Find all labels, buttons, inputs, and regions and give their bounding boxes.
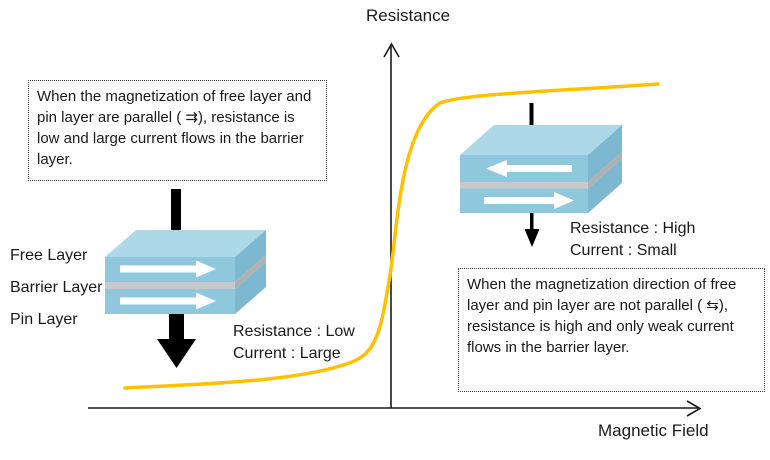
small-current-arrow-head-icon: [524, 229, 540, 247]
barrier-layer-side: [235, 255, 266, 289]
top-electrode-lead: [529, 103, 534, 145]
large-current-arrow-head-icon: [157, 339, 196, 368]
barrier-layer-side: [588, 152, 622, 189]
barrier-layer-front: [460, 182, 588, 189]
parallel-state-text: Resistance : Low Current : Large: [233, 321, 355, 365]
device-top-face: [460, 125, 622, 155]
antiparallel-state-text: Resistance : High Current : Small: [570, 218, 695, 262]
large-current-arrow-shaft: [169, 314, 184, 341]
parallel-device: [105, 189, 266, 368]
device-top-face: [105, 230, 266, 257]
antiparallel-resistance-value: Resistance : High: [570, 220, 696, 237]
small-current-arrow-shaft: [530, 213, 534, 230]
free-layer-magnetization-right-icon: [120, 260, 216, 278]
pin-layer-side: [235, 262, 266, 314]
y-axis-label: Resistance: [366, 6, 451, 25]
free-layer-side: [588, 125, 622, 182]
pin-layer-magnetization-right-icon: [484, 192, 574, 209]
parallel-current-value: Current : Large: [233, 345, 341, 362]
free-layer-side: [235, 230, 266, 282]
barrier-layer-label: Barrier Layer: [10, 279, 103, 296]
pin-layer-label: Pin Layer: [10, 311, 78, 328]
graph-axes: [88, 42, 702, 417]
parallel-note-box: When the magnetization of free layer and…: [28, 80, 327, 181]
barrier-layer-front: [105, 282, 235, 289]
free-layer-label: Free Layer: [10, 247, 88, 264]
antiparallel-note-box: When the magnetization direction of free…: [458, 268, 765, 392]
pin-layer-side: [588, 158, 622, 213]
antiparallel-current-value: Current : Small: [570, 242, 677, 259]
x-axis-arrowhead-icon: [686, 400, 702, 417]
x-axis-label: Magnetic Field: [598, 421, 709, 440]
top-electrode-lead: [171, 189, 181, 244]
y-axis-arrowhead-icon: [383, 42, 400, 58]
free-layer-magnetization-left-icon: [486, 160, 572, 177]
pin-layer-magnetization-right-icon: [120, 292, 216, 310]
resistance-curve: [123, 82, 660, 390]
parallel-resistance-value: Resistance : Low: [233, 323, 355, 340]
antiparallel-device: [460, 103, 622, 247]
